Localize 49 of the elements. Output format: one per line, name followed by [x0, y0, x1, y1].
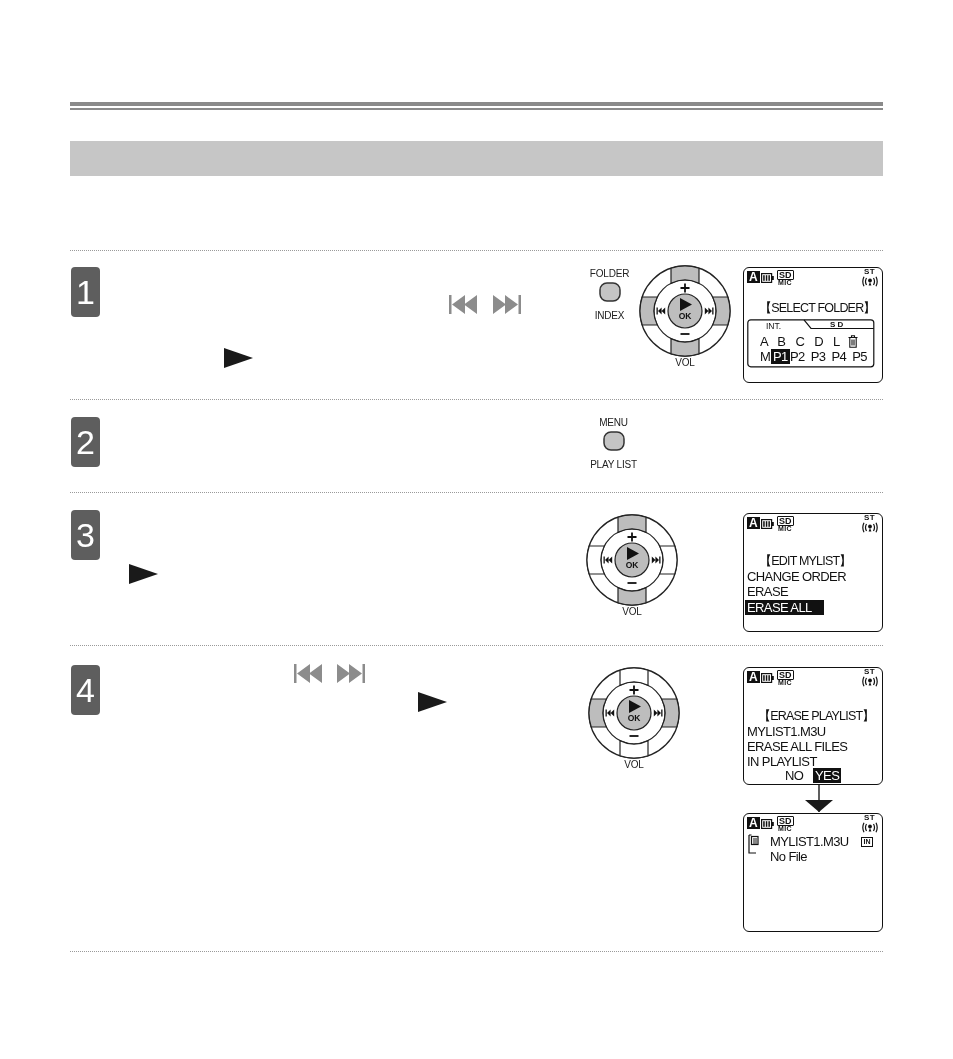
stereo-label: ST [864, 514, 876, 522]
selected-folder-label: P1 [771, 349, 790, 364]
status-text: No File [770, 849, 807, 864]
lcd-screen [743, 267, 883, 383]
menu-item: ERASE [747, 584, 789, 599]
mode-label: A [747, 817, 760, 829]
screen-heading: 【EDIT MYLIST】 [759, 554, 852, 569]
menu-item: CHANGE ORDER [747, 569, 846, 584]
storage-label: SD [777, 270, 794, 280]
lcd-screen [743, 813, 883, 932]
arrow [805, 784, 833, 813]
button-label: OK [625, 561, 639, 570]
button-label: OK [678, 312, 692, 321]
folder-label: M [760, 349, 771, 364]
file-name: MYLIST1.M3U [747, 724, 826, 739]
confirm-message: ERASE ALL FILES IN PLAYLIST [747, 739, 849, 769]
button-label: FOLDER [589, 268, 630, 279]
storage-label: SD [777, 670, 794, 680]
mode-label: A [747, 271, 760, 283]
step-number-badge: 1 [71, 267, 100, 317]
lcd-screen [743, 667, 883, 785]
mode-label: A [747, 671, 760, 683]
control-label: VOL [622, 606, 642, 617]
button-label: OK [627, 714, 641, 723]
control-label: VOL [624, 759, 644, 770]
tab-label: S D [830, 320, 844, 329]
option-label: NO [785, 768, 804, 783]
folder-list-text: P2 P3 P4 P5 [790, 349, 867, 364]
selected-option-label: YES [813, 768, 842, 783]
mode-label: A [747, 517, 760, 529]
selected-menu-item: ERASE ALL [745, 600, 824, 615]
storage-label: SD [777, 816, 794, 826]
lcd-screen [743, 513, 883, 632]
button-label: INDEX [594, 310, 625, 321]
folder-list-text: A B C D L [760, 334, 840, 349]
control-label: VOL [675, 357, 695, 368]
stereo-label: ST [864, 268, 876, 276]
button-label: MENU [599, 417, 628, 428]
step-number-badge: 3 [71, 510, 100, 560]
screen-heading: 【SELECT FOLDER】 [759, 301, 876, 316]
screen-heading: 【ERASE PLAYLIST】 [758, 709, 875, 724]
tab-label: INT. [766, 321, 782, 331]
playlist-name: MYLIST1.M3U [770, 834, 849, 849]
stereo-label: ST [864, 668, 876, 676]
stereo-label: ST [864, 814, 876, 822]
storage-label: SD [777, 516, 794, 526]
button-label: PLAY LIST [590, 459, 637, 470]
step-number-badge: 2 [71, 417, 100, 467]
step-number-badge: 4 [71, 665, 100, 715]
